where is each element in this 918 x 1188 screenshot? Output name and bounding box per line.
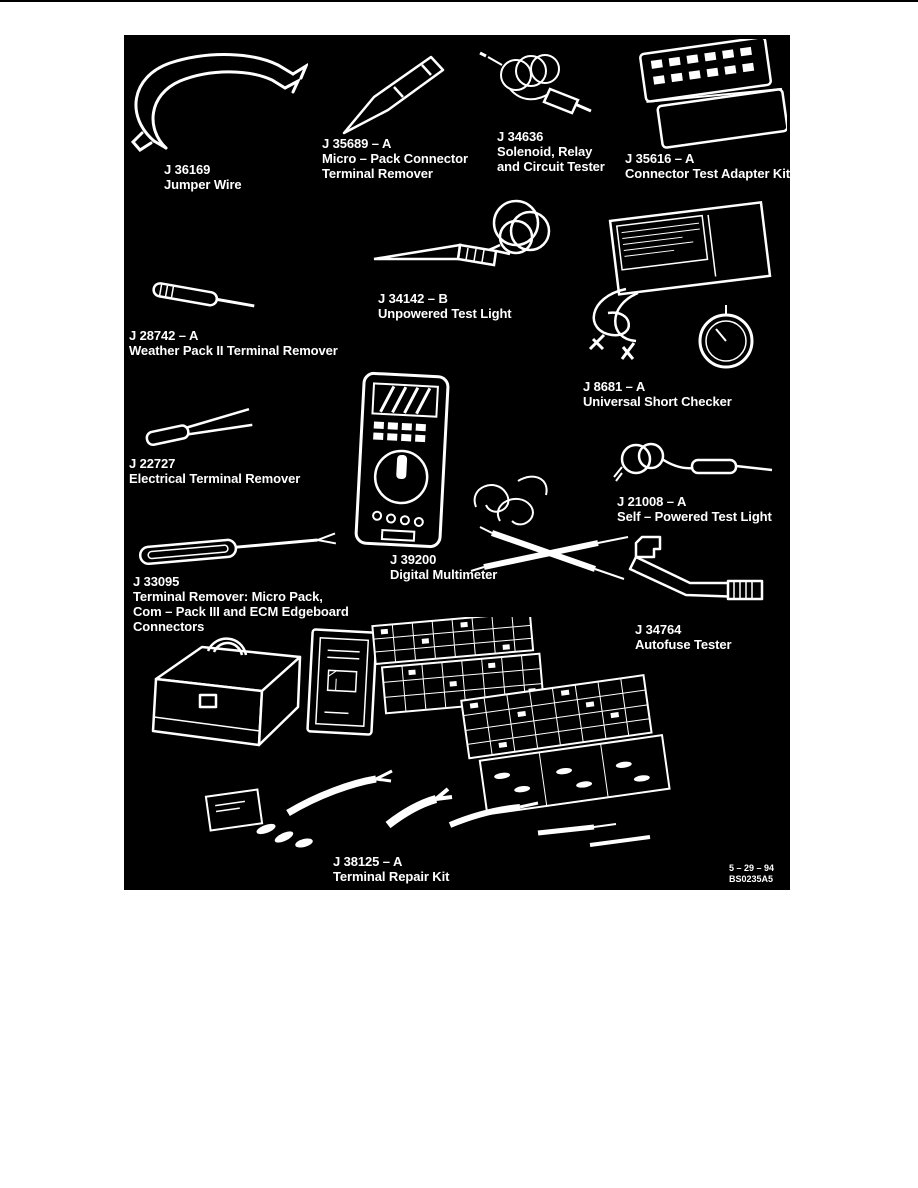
tool-label-j36169: J 36169 Jumper Wire (164, 162, 434, 192)
connector-test-adapter-kit-illustration (639, 39, 787, 149)
jumper-wire-illustration (130, 53, 308, 152)
figure-stamp: 5 – 29 – 94 BS0235A5 (729, 863, 774, 885)
digital-multimeter-illustration (354, 371, 629, 580)
stamp-code: BS0235A5 (729, 874, 774, 884)
tool-id: J 28742 – A (129, 328, 199, 343)
terminal-repair-kit-illustration (151, 617, 671, 848)
tool-id: J 21008 – A (617, 494, 687, 509)
tool-label-j22727: J 22727 Electrical Terminal Remover (129, 456, 399, 486)
tool-name: Electrical Terminal Remover (129, 471, 301, 486)
tool-id: J 34764 (635, 622, 682, 637)
tool-name: Digital Multimeter (390, 567, 498, 582)
unpowered-test-light-illustration (373, 199, 551, 267)
tool-id: J 34142 – B (378, 291, 448, 306)
tool-name: Self – Powered Test Light (617, 509, 772, 524)
tool-name: Terminal Repair Kit (333, 869, 450, 884)
tool-label-j39200: J 39200 Digital Multimeter (390, 552, 660, 582)
tool-name: Universal Short Checker (583, 394, 732, 409)
tool-label-j34764: J 34764 Autofuse Tester (635, 622, 905, 652)
tool-id: J 38125 – A (333, 854, 403, 869)
tool-label-j34142b: J 34142 – B Unpowered Test Light (378, 291, 648, 321)
tool-label-j8681a: J 8681 – A Universal Short Checker (583, 379, 853, 409)
autofuse-tester-illustration (628, 535, 764, 601)
electrical-terminal-remover-illustration (145, 407, 253, 447)
special-tools-figure: J 36169 Jumper Wire J 35689 – A Micro – … (124, 35, 790, 890)
universal-short-checker-illustration (588, 200, 772, 369)
tool-id: J 8681 – A (583, 379, 646, 394)
tool-name: Micro – Pack Connector Terminal Remover (322, 151, 468, 181)
micro-pack-com-pack-remover-illustration (138, 532, 337, 566)
stamp-date: 5 – 29 – 94 (729, 863, 775, 873)
tool-label-j38125a: J 38125 – A Terminal Repair Kit (333, 854, 603, 884)
tool-name: Unpowered Test Light (378, 306, 512, 321)
tool-id: J 35616 – A (625, 151, 695, 166)
tool-id: J 35689 – A (322, 136, 392, 151)
solenoid-relay-circuit-tester-illustration (479, 51, 592, 115)
scan-artifact-line (0, 0, 918, 2)
tool-id: J 33095 (133, 574, 180, 589)
tool-id: J 22727 (129, 456, 176, 471)
weather-pack-terminal-remover-illustration (152, 282, 255, 308)
self-powered-test-light-illustration (613, 442, 773, 482)
tool-name: Solenoid, Relay and Circuit Tester (497, 144, 605, 174)
tool-id: J 36169 (164, 162, 211, 177)
tool-name: Terminal Remover: Micro Pack, Com – Pack… (133, 589, 349, 634)
tool-name: Jumper Wire (164, 177, 242, 192)
tool-id: J 34636 (497, 129, 544, 144)
tool-name: Weather Pack II Terminal Remover (129, 343, 338, 358)
tool-name: Autofuse Tester (635, 637, 732, 652)
tool-label-j21008a: J 21008 – A Self – Powered Test Light (617, 494, 887, 524)
tool-name: Connector Test Adapter Kit (625, 166, 790, 181)
tool-label-j33095: J 33095 Terminal Remover: Micro Pack, Co… (133, 574, 403, 634)
tool-label-j35689a: J 35689 – A Micro – Pack Connector Termi… (322, 136, 592, 181)
micro-pack-terminal-remover-illustration (342, 55, 445, 135)
tool-id: J 39200 (390, 552, 437, 567)
tool-label-j34636: J 34636 Solenoid, Relay and Circuit Test… (497, 129, 767, 174)
tool-label-j35616a: J 35616 – A Connector Test Adapter Kit (625, 151, 895, 181)
tool-label-j28742a: J 28742 – A Weather Pack II Terminal Rem… (129, 328, 399, 358)
